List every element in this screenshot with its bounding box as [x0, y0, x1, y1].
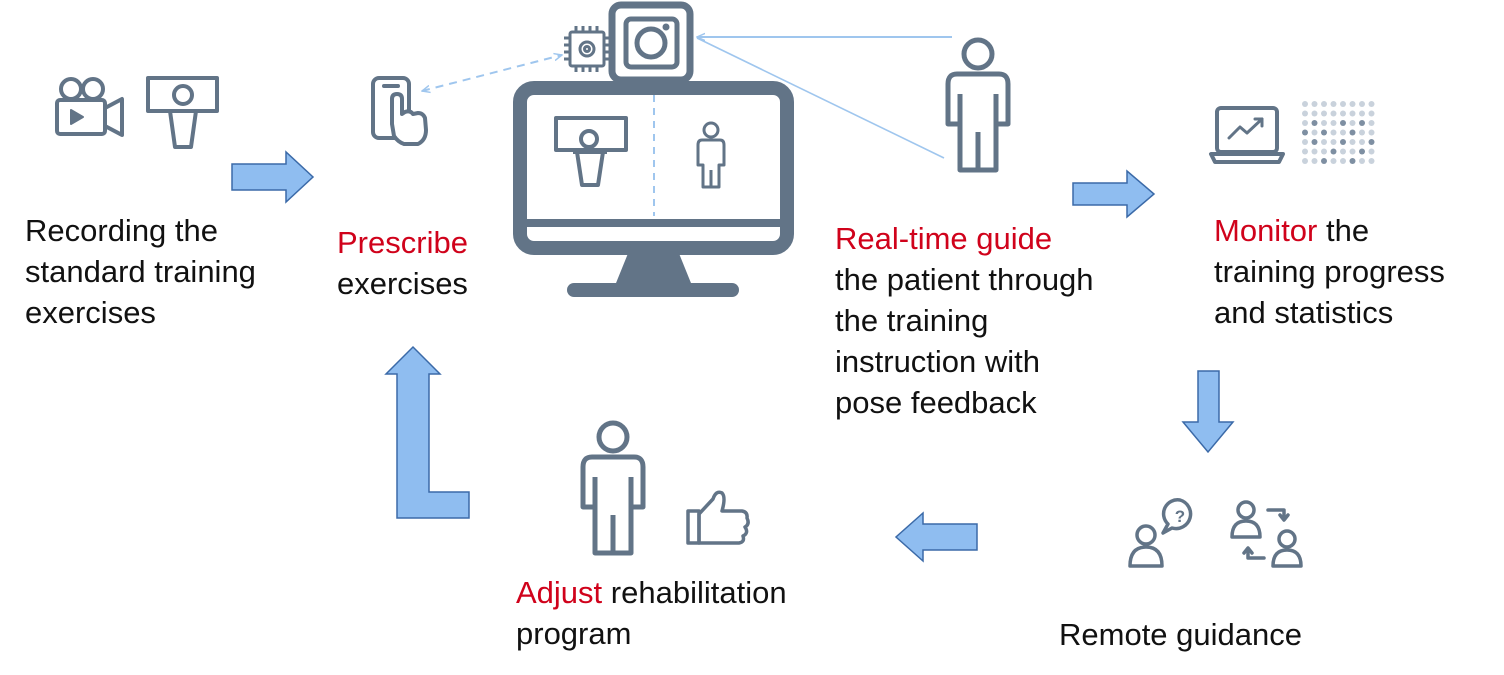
grid-dot	[1321, 158, 1327, 164]
presenter-icon	[554, 116, 628, 187]
grid-dot	[1368, 120, 1375, 126]
step-prescribe-label: Prescribe exercises	[337, 222, 468, 304]
grid-dot	[1368, 158, 1375, 164]
grid-dot	[1368, 101, 1375, 107]
grid-dot	[1359, 129, 1365, 136]
grid-dot	[1368, 129, 1375, 136]
step-remote-label: Remote guidance	[1059, 617, 1302, 652]
grid-dot	[1302, 120, 1308, 126]
grid-dot	[1330, 158, 1337, 164]
grid-dot	[1330, 120, 1337, 126]
camera-icon	[608, 1, 694, 84]
connector-phone-camera	[422, 55, 562, 91]
grid-dot	[1330, 110, 1337, 117]
step-recording-label: Recording the standard training exercise…	[25, 213, 256, 330]
arrow-up-turn	[384, 345, 470, 519]
grid-dot	[1311, 110, 1318, 117]
dot-grid-icon	[1302, 101, 1375, 164]
grid-dot	[1359, 139, 1365, 145]
grid-dot	[1302, 101, 1308, 107]
chip-icon	[564, 26, 610, 72]
grid-dot	[1359, 158, 1365, 164]
grid-dot	[1302, 158, 1308, 164]
grid-dot	[1349, 158, 1356, 164]
grid-dot	[1359, 148, 1365, 155]
grid-dot	[1302, 110, 1308, 117]
grid-dot	[1349, 129, 1356, 136]
svg-text:?: ?	[1175, 507, 1185, 526]
step-monitor-label: Monitor the training progress and statis…	[1214, 213, 1445, 330]
grid-dot	[1368, 110, 1375, 117]
grid-dot	[1302, 139, 1308, 145]
grid-dot	[1340, 129, 1346, 136]
presenter-icon	[146, 76, 219, 149]
realtime-highlight: Real-time guide	[835, 221, 1053, 256]
arrow-left	[894, 511, 978, 563]
grid-dot	[1340, 158, 1346, 164]
grid-dot	[1321, 148, 1327, 155]
monitor-icon	[513, 81, 794, 297]
step-realtime-label: Real-time guide the patient through the …	[835, 218, 1094, 423]
monitor-highlight: Monitor	[1214, 213, 1318, 248]
grid-dot	[1330, 101, 1337, 107]
grid-dot	[1340, 148, 1346, 155]
person-icon	[945, 37, 1011, 173]
grid-dot	[1321, 139, 1327, 145]
grid-dot	[1311, 148, 1318, 155]
people-exchange-icon	[1230, 500, 1303, 568]
grid-dot	[1349, 101, 1356, 107]
grid-dot	[1321, 129, 1327, 136]
grid-dot	[1311, 158, 1318, 164]
grid-dot	[1330, 129, 1337, 136]
grid-dot	[1368, 139, 1375, 145]
grid-dot	[1349, 148, 1356, 155]
grid-dot	[1359, 110, 1365, 117]
video-camera-icon	[55, 77, 124, 137]
grid-dot	[1311, 129, 1318, 136]
arrow-right-2	[1072, 169, 1156, 219]
grid-dot	[1349, 120, 1356, 126]
grid-dot	[1302, 148, 1308, 155]
grid-dot	[1330, 139, 1337, 145]
grid-dot	[1302, 129, 1308, 136]
person-icon	[696, 121, 726, 189]
grid-dot	[1340, 139, 1346, 145]
connector-patient-camera-lower	[696, 37, 945, 159]
grid-dot	[1321, 101, 1327, 107]
arrow-right-1	[231, 150, 315, 204]
laptop-chart-icon	[1209, 106, 1285, 164]
adjust-highlight: Adjust	[516, 575, 603, 610]
arrow-down	[1181, 370, 1235, 454]
smartphone-touch-icon	[371, 76, 428, 146]
grid-dot	[1321, 120, 1327, 126]
grid-dot	[1340, 110, 1346, 117]
grid-dot	[1311, 120, 1318, 126]
grid-dot	[1311, 139, 1318, 145]
grid-dot	[1368, 148, 1375, 155]
thumbs-up-icon	[686, 490, 750, 545]
grid-dot	[1359, 120, 1365, 126]
person-icon	[580, 420, 646, 556]
grid-dot	[1340, 120, 1346, 126]
grid-dot	[1340, 101, 1346, 107]
grid-dot	[1359, 101, 1365, 107]
step-adjust-label: Adjust rehabilitation program	[516, 575, 787, 651]
person-question-icon: ?	[1128, 498, 1193, 568]
grid-dot	[1311, 101, 1318, 107]
grid-dot	[1330, 148, 1337, 155]
grid-dot	[1349, 110, 1356, 117]
grid-dot	[1321, 110, 1327, 117]
prescribe-highlight: Prescribe	[337, 225, 468, 260]
grid-dot	[1349, 139, 1356, 145]
